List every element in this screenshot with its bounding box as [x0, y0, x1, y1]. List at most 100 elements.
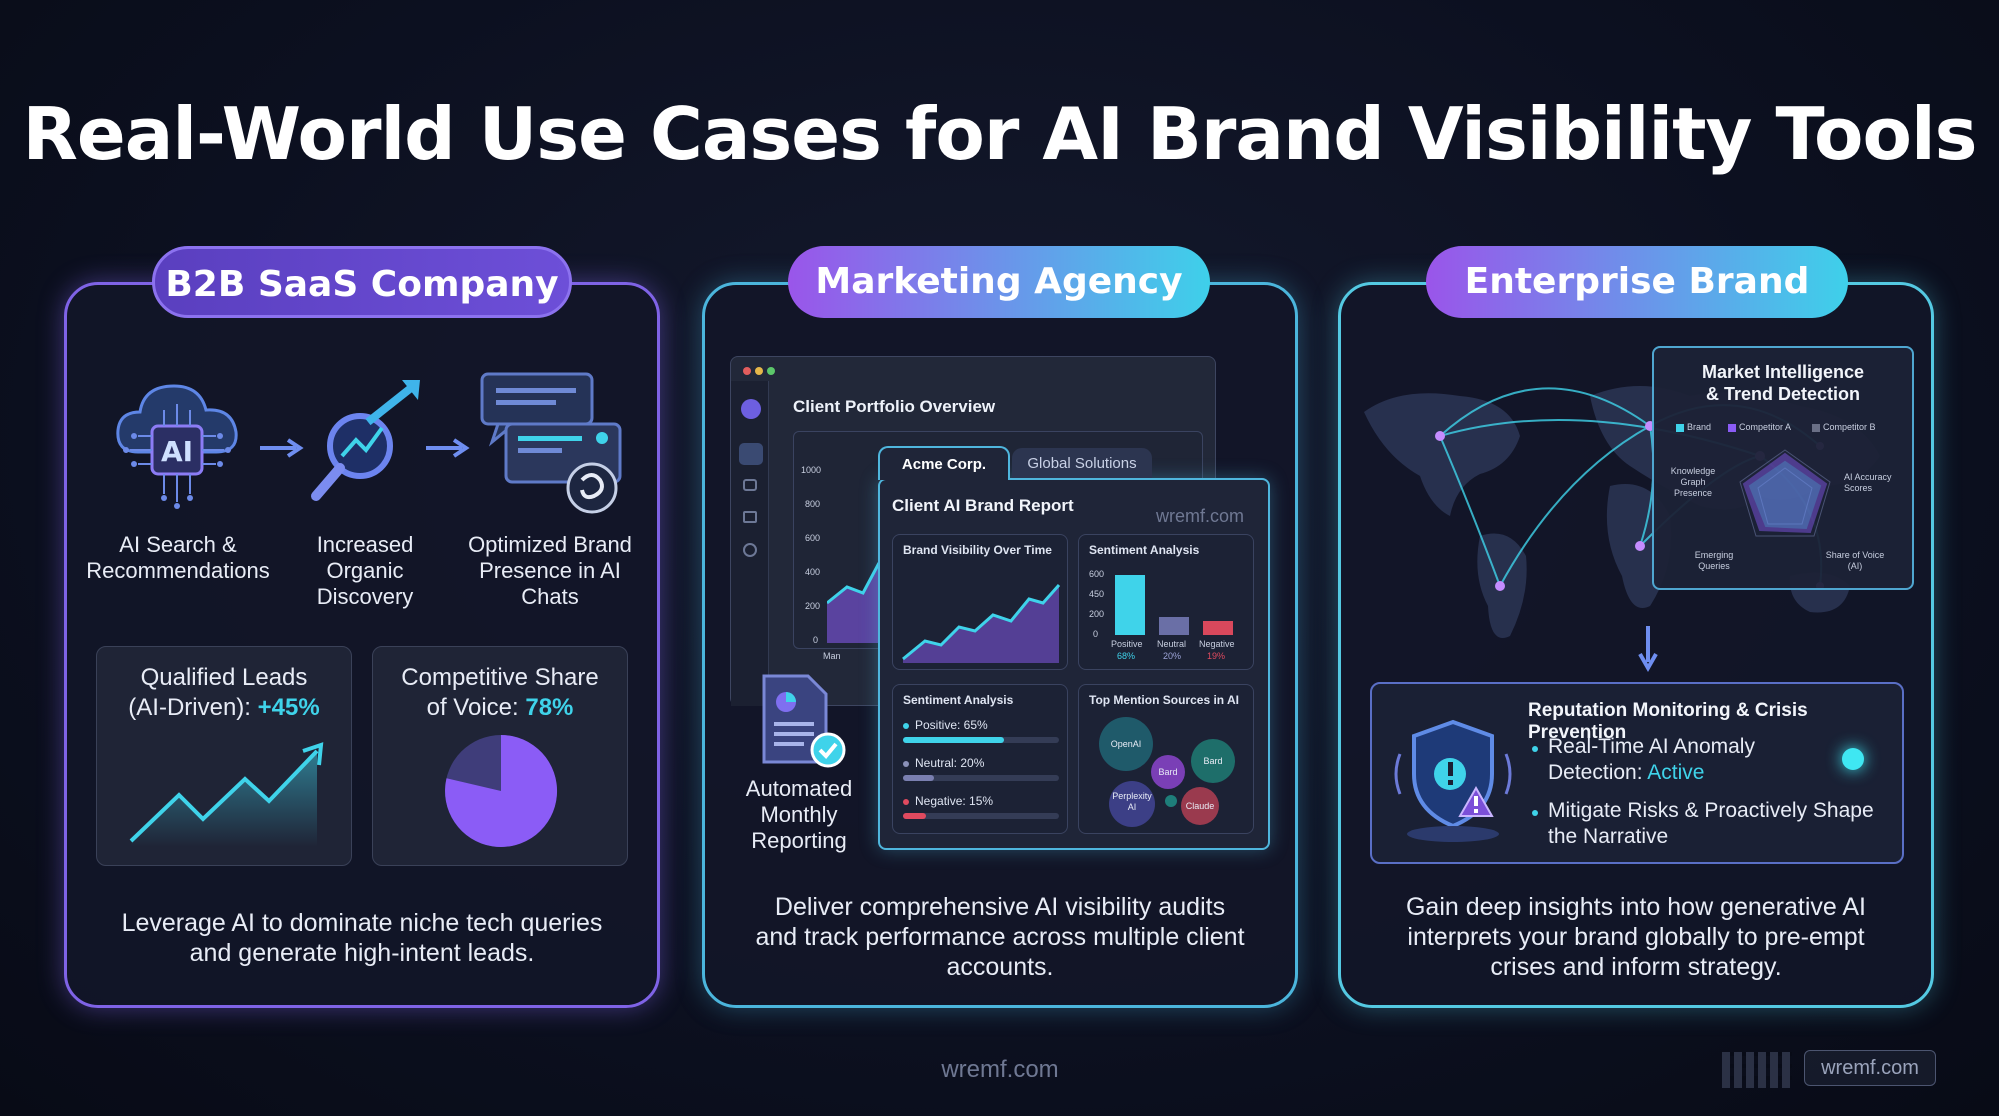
bar-label-positive: Positive: [1111, 639, 1143, 649]
sidebar-calendar-icon[interactable]: [743, 511, 757, 523]
tab-acme-label: Acme Corp.: [901, 456, 987, 473]
track-negative: [903, 813, 1059, 819]
svg-text:AI: AI: [161, 435, 193, 468]
pixel-grid-decoration: [1722, 1052, 1792, 1088]
back-axis-200: 200: [805, 601, 821, 611]
sidebar-logo-icon[interactable]: [741, 399, 761, 419]
window-title: Client Portfolio Overview: [793, 397, 996, 416]
sources-title: Top Mention Sources in AI: [1089, 693, 1239, 707]
panel-brand-visibility: Brand Visibility Over Time: [892, 534, 1068, 670]
bullet-mitigate: Mitigate Risks & Proactively Shape the N…: [1548, 799, 1874, 848]
arrow-down-icon: [1638, 626, 1658, 673]
sentiment-axis-200: 200: [1089, 609, 1105, 619]
dot-positive: [903, 723, 909, 729]
window-dot-red: [743, 367, 751, 375]
legend-competitor-a: Competitor A: [1739, 422, 1792, 432]
reputation-panel: Reputation Monitoring & Crisis Preventio…: [1370, 682, 1904, 864]
bar-label-neutral: Neutral: [1157, 639, 1187, 649]
page-title: Real-World Use Cases for AI Brand Visibi…: [22, 92, 1977, 176]
radar-axis-knowledge: Knowledge Graph Presence: [1670, 466, 1716, 498]
arrow-right-icon: [260, 438, 304, 458]
tab-global-solutions[interactable]: Global Solutions: [1012, 448, 1152, 478]
bar-pct-neutral: 20%: [1163, 651, 1182, 661]
arrow-right-icon: [426, 438, 470, 458]
row-neutral-label: Neutral: 20%: [915, 756, 985, 770]
automated-reporting-label: Automated Monthly Reporting: [745, 776, 853, 853]
anomaly-label: Real-Time AI Anomaly Detection:: [1548, 735, 1755, 784]
bullet-dot-1: [1532, 746, 1538, 752]
back-axis-1000: 1000: [801, 465, 822, 475]
back-axis-800: 800: [805, 499, 821, 509]
track-neutral: [903, 775, 1059, 781]
bar-negative: [1203, 621, 1233, 635]
sidebar-gear-icon[interactable]: [743, 543, 757, 557]
legend-competitor-a-swatch: [1728, 424, 1736, 432]
visibility-area-chart: [902, 584, 1061, 663]
sidebar-users-icon[interactable]: [739, 443, 763, 465]
step-organic-discovery: Increased Organic Discovery: [316, 532, 414, 609]
fill-positive: [903, 737, 1005, 743]
back-axis-0: 0: [813, 635, 819, 645]
bullet-dot-2: [1532, 810, 1538, 816]
bubble-bard-small: Bard: [1151, 755, 1185, 789]
step-brand-presence: Optimized Brand Presence in AI Chats: [468, 532, 632, 609]
bar-label-negative: Negative: [1199, 639, 1235, 649]
bar-pct-positive: 68%: [1117, 651, 1136, 661]
market-title-2: & Trend Detection: [1705, 384, 1861, 404]
card-2-description: Deliver comprehensive AI visibility audi…: [755, 893, 1245, 981]
stat-voice-label-2: of Voice:: [426, 694, 526, 721]
window-dot-yellow: [755, 367, 763, 375]
bar-pct-negative: 19%: [1207, 651, 1226, 661]
stat-share-of-voice: Competitive Share of Voice: 78%: [372, 646, 628, 866]
bullet-anomaly: Real-Time AI Anomaly Detection: Active: [1548, 734, 1808, 786]
visibility-title: Brand Visibility Over Time: [903, 543, 1052, 557]
bar-positive: [1115, 575, 1145, 635]
market-title-1: Market Intelligence: [1701, 362, 1865, 382]
pill-enterprise-brand: Enterprise Brand: [1426, 246, 1848, 318]
stat-qualified-leads: Qualified Leads (AI-Driven): +45%: [96, 646, 352, 866]
brand-badge[interactable]: wremf.com: [1804, 1050, 1936, 1086]
dot-neutral: [903, 761, 909, 767]
sentiment-progress-title: Sentiment Analysis: [903, 693, 1014, 707]
legend-brand-swatch: [1676, 424, 1684, 432]
stat-voice-value: 78%: [525, 694, 574, 721]
bubble-openai: OpenAI: [1099, 717, 1153, 771]
stat-voice-label-1: Competitive Share: [401, 664, 599, 691]
step-ai-search: AI Search & Recommendations: [86, 532, 270, 583]
sentiment-bars-title: Sentiment Analysis: [1089, 543, 1200, 557]
status-indicator-light: [1842, 748, 1864, 770]
back-area-chart: [827, 562, 879, 643]
bar-neutral: [1159, 617, 1189, 635]
share-of-voice-pie: [445, 735, 558, 847]
report-document-icon: [762, 674, 846, 768]
sentiment-axis-450: 450: [1089, 589, 1105, 599]
shield-alert-icon: [1394, 719, 1512, 842]
bubble-bard: Bard: [1191, 739, 1235, 783]
legend-competitor-b: Competitor B: [1823, 422, 1876, 432]
pill-b2b-saas: B2B SaaS Company: [152, 246, 572, 318]
anomaly-status: Active: [1647, 761, 1705, 784]
sentiment-axis-600: 600: [1089, 569, 1105, 579]
stat-leads-label-2: (AI-Driven):: [128, 694, 258, 721]
leads-trend-line: [129, 742, 324, 847]
radar-chart: [1739, 449, 1831, 537]
tab-acme-corp[interactable]: Acme Corp.: [878, 446, 1010, 480]
dot-negative: [903, 799, 909, 805]
stat-leads-value: +45%: [257, 694, 320, 721]
track-positive: [903, 737, 1059, 743]
bubble-dot: [1165, 795, 1177, 807]
pill-marketing-agency: Marketing Agency: [788, 246, 1210, 318]
bubble-claude: Claude: [1181, 787, 1219, 825]
sidebar-people-icon[interactable]: [743, 479, 757, 491]
report-watermark: wremf.com: [1156, 506, 1245, 526]
market-intelligence-panel: Market Intelligence & Trend Detection Br…: [1652, 346, 1914, 590]
stat-leads-label-1: Qualified Leads: [140, 664, 308, 691]
legend-competitor-b-swatch: [1812, 424, 1820, 432]
radar-axis-emerging: Emerging Queries: [1694, 550, 1734, 571]
report-title: Client AI Brand Report: [892, 496, 1074, 515]
window-dot-green: [767, 367, 775, 375]
legend-brand: Brand: [1687, 422, 1712, 432]
back-axis-600: 600: [805, 533, 821, 543]
fill-negative: [903, 813, 927, 819]
tab-global-label: Global Solutions: [1027, 455, 1137, 472]
